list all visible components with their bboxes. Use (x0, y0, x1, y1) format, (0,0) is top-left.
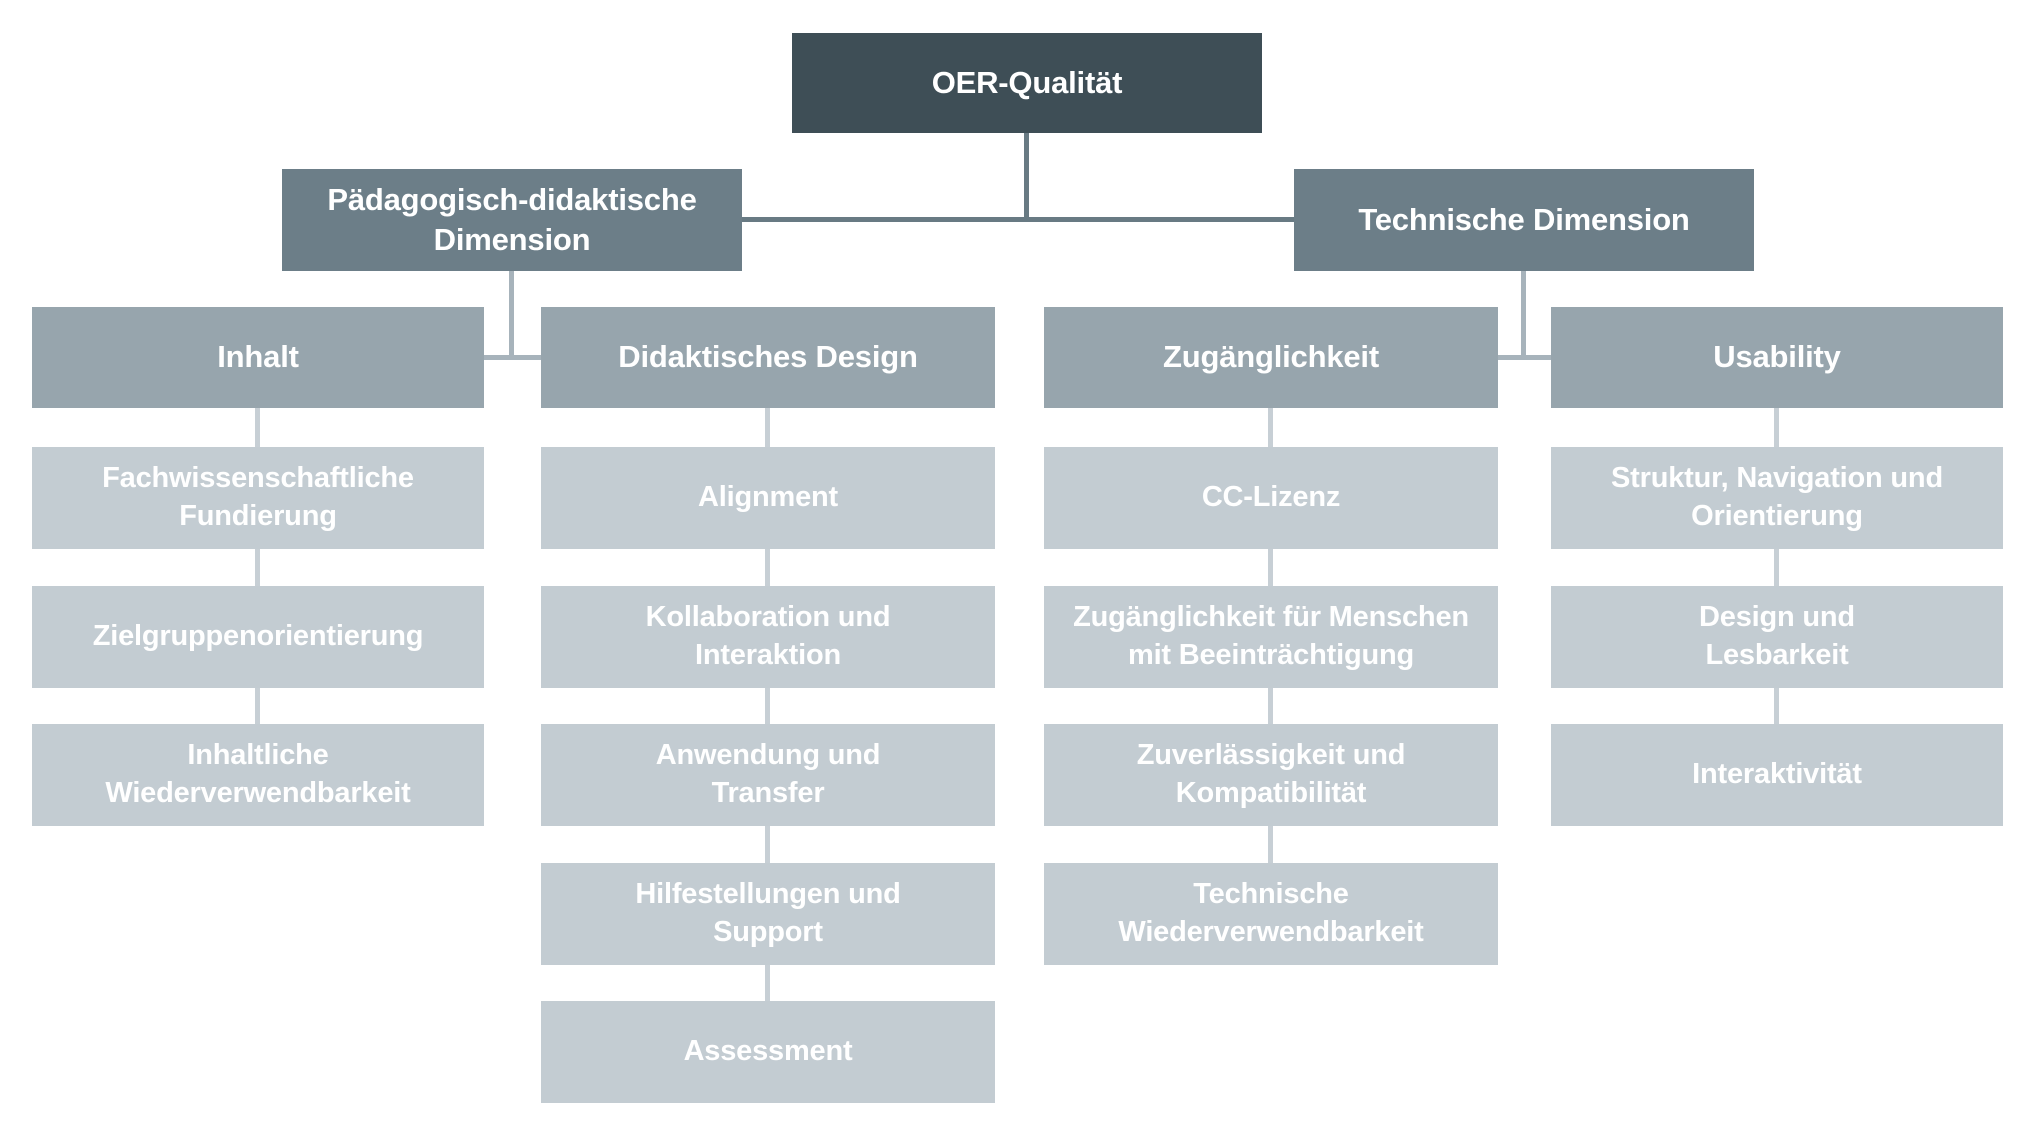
connector-didaktik-4 (765, 826, 770, 863)
connector-dimension-technisch-horizontal (1498, 355, 1551, 360)
connector-dimension-paedagogisch-vertical (509, 271, 514, 360)
node-technische-wiederverwendbarkeit: Technische Wiederverwendbarkeit (1044, 863, 1498, 965)
connector-usability-1 (1774, 408, 1779, 447)
node-zugaenglichkeit: Zugänglichkeit (1044, 307, 1498, 408)
node-zuverlaessigkeit-und-kompatibilitaet: Zuverlässigkeit und Kompatibilität (1044, 724, 1498, 826)
node-kollaboration-und-interaktion: Kollaboration und Interaktion (541, 586, 995, 688)
node-didaktisches-design: Didaktisches Design (541, 307, 995, 408)
node-paedagogisch-didaktische-dimension: Pädagogisch-didaktische Dimension (282, 169, 742, 271)
connector-root-vertical (1024, 133, 1029, 219)
connector-didaktik-3 (765, 688, 770, 724)
node-hilfestellungen-und-support: Hilfestellungen und Support (541, 863, 995, 965)
node-technische-dimension: Technische Dimension (1294, 169, 1754, 271)
node-zielgruppenorientierung: Zielgruppenorientierung (32, 586, 484, 688)
connector-dimension-technisch-vertical (1521, 271, 1526, 360)
connector-inhalt-2 (255, 549, 260, 586)
node-anwendung-und-transfer: Anwendung und Transfer (541, 724, 995, 826)
node-design-und-lesbarkeit: Design und Lesbarkeit (1551, 586, 2003, 688)
connector-inhalt-1 (255, 408, 260, 447)
node-inhalt: Inhalt (32, 307, 484, 408)
node-oer-qualitaet: OER-Qualität (792, 33, 1262, 133)
node-fachwissenschaftliche-fundierung: Fachwissenschaftliche Fundierung (32, 447, 484, 549)
connector-didaktik-5 (765, 965, 770, 1001)
node-interaktivitaet: Interaktivität (1551, 724, 2003, 826)
connector-didaktik-1 (765, 408, 770, 447)
connector-usability-3 (1774, 688, 1779, 724)
connector-didaktik-2 (765, 549, 770, 586)
node-zugaenglichkeit-fuer-menschen: Zugänglichkeit für Menschen mit Beeinträ… (1044, 586, 1498, 688)
node-alignment: Alignment (541, 447, 995, 549)
connector-usability-2 (1774, 549, 1779, 586)
connector-zugaenglichkeit-3 (1268, 688, 1273, 724)
connector-zugaenglichkeit-1 (1268, 408, 1273, 447)
connector-zugaenglichkeit-2 (1268, 549, 1273, 586)
connector-dimension-paedagogisch-horizontal (484, 355, 541, 360)
node-usability: Usability (1551, 307, 2003, 408)
node-cc-lizenz: CC-Lizenz (1044, 447, 1498, 549)
node-inhaltliche-wiederverwendbarkeit: Inhaltliche Wiederverwendbarkeit (32, 724, 484, 826)
node-assessment: Assessment (541, 1001, 995, 1103)
connector-inhalt-3 (255, 688, 260, 724)
connector-zugaenglichkeit-4 (1268, 826, 1273, 863)
node-struktur-navigation-orientierung: Struktur, Navigation und Orientierung (1551, 447, 2003, 549)
connector-root-horizontal (742, 217, 1294, 222)
